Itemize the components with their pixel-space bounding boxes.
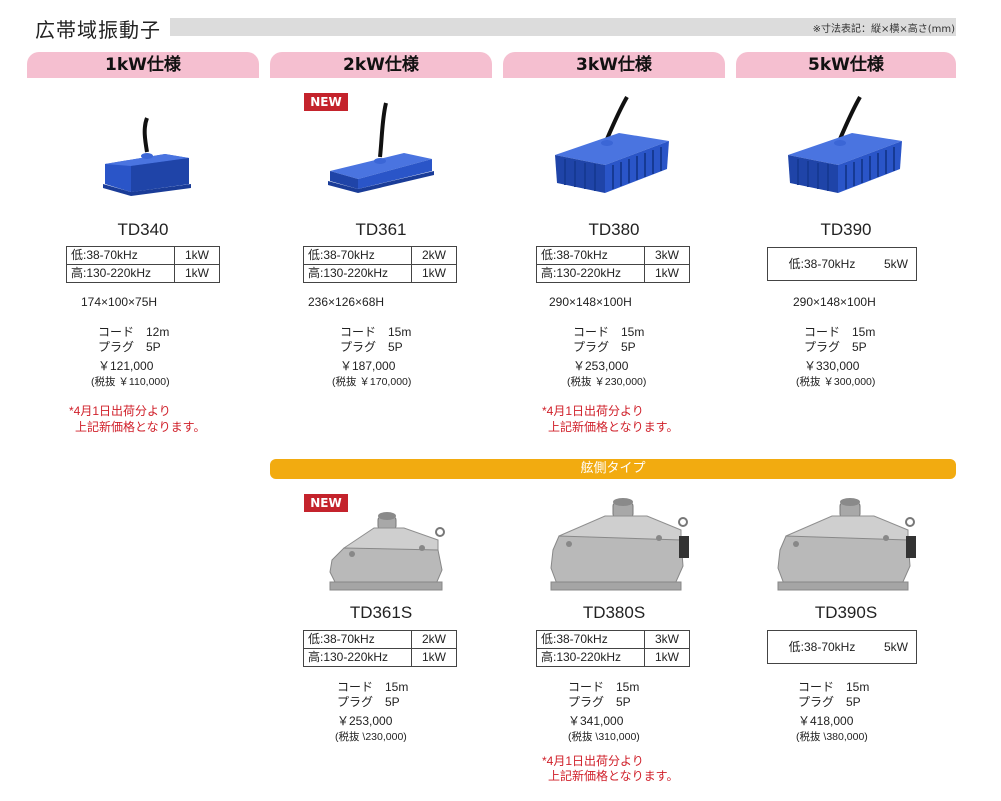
td380s-spec-high-power: 1kW: [644, 648, 690, 667]
td380-note-1: *4月1日出荷分より: [542, 404, 644, 418]
td390-spec-box: 低:38-70kHz 5kW: [767, 247, 917, 281]
td361-cord: コード 15m: [340, 325, 412, 339]
td340-image: [103, 117, 191, 196]
td380-tax: (税抜 ￥230,000): [567, 376, 647, 388]
td380s-spec-high: 高:130-220kHz: [536, 648, 645, 667]
td361-new-badge: NEW: [304, 93, 348, 111]
td361s-image: [329, 512, 445, 591]
td390-tax: (税抜 ￥300,000): [796, 376, 876, 388]
td340-spec-high: 高:130-220kHz: [66, 264, 175, 283]
page-title: 広帯域振動子: [35, 18, 161, 42]
product-td390: TD390 低:38-70kHz 5kW 290×148×100H コード 15…: [736, 0, 956, 801]
td361-dimensions: 236×126×68H: [308, 295, 385, 309]
td361s-spec-high-power: 1kW: [411, 648, 457, 667]
td380s-image: [550, 498, 689, 591]
td380s-spec-low: 低:38-70kHz: [536, 630, 645, 649]
product-td380s: TD380S 低:38-70kHz 3kW 高:130-220kHz 1kW コ…: [503, 0, 725, 801]
product-td340: TD340 低:38-70kHz 1kW 高:130-220kHz 1kW 17…: [27, 0, 259, 801]
td390-cord: コード 15m: [804, 325, 876, 339]
td361-price: ￥187,000: [340, 359, 396, 373]
td380s-price: ￥341,000: [568, 714, 624, 728]
td390s-cord: コード 15m: [798, 680, 870, 694]
td380s-note-1: *4月1日出荷分より: [542, 754, 644, 768]
title-bar: [170, 18, 956, 36]
td361-plug: プラグ 5P: [340, 340, 403, 354]
td361s-price: ￥253,000: [337, 714, 393, 728]
td380-plug: プラグ 5P: [573, 340, 636, 354]
td361-tax: (税抜 ￥170,000): [332, 376, 412, 388]
product-td361: TD361 低:38-70kHz 2kW 高:130-220kHz 1kW 23…: [270, 0, 492, 801]
td361-spec-high: 高:130-220kHz: [303, 264, 412, 283]
td380-dimensions: 290×148×100H: [549, 295, 632, 309]
td361s-spec-high: 高:130-220kHz: [303, 648, 412, 667]
td340-note-2: 上記新価格となります。: [75, 420, 206, 434]
td361s-tax: (税抜 \230,000): [335, 731, 407, 743]
td390s-spec-power: 5kW: [884, 640, 908, 654]
td390s-price: ￥418,000: [798, 714, 854, 728]
product-td380: TD380 低:38-70kHz 3kW 高:130-220kHz 1kW 29…: [503, 0, 725, 801]
td340-spec-low-power: 1kW: [174, 246, 220, 265]
td340-spec-table: 低:38-70kHz 1kW 高:130-220kHz 1kW: [66, 246, 220, 283]
td390-price: ￥330,000: [804, 359, 860, 373]
td380-note-2: 上記新価格となります。: [548, 420, 679, 434]
td361-image: [328, 102, 434, 193]
td380-image: [555, 96, 669, 193]
td390s-image: [777, 498, 916, 591]
td340-model: TD340: [117, 220, 169, 239]
td380s-spec-low-power: 3kW: [644, 630, 690, 649]
product-td390s: TD390S 低:38-70kHz 5kW コード 15m プラグ 5P ￥41…: [736, 0, 956, 801]
td380s-tax: (税抜 \310,000): [568, 731, 640, 743]
td390-image: [788, 96, 902, 193]
td380-spec-high-power: 1kW: [644, 264, 690, 283]
td380-model: TD380: [588, 220, 640, 239]
td340-tax: (税抜 ￥110,000): [91, 376, 170, 388]
td380-price: ￥253,000: [573, 359, 629, 373]
td361s-spec-low-power: 2kW: [411, 630, 457, 649]
td390-spec-power: 5kW: [884, 257, 908, 271]
td340-spec-high-power: 1kW: [174, 264, 220, 283]
product-td361s: TD361S 低:38-70kHz 2kW 高:130-220kHz 1kW コ…: [270, 0, 492, 801]
td340-dimensions: 174×100×75H: [81, 295, 158, 309]
hull-side-section-label: 舷側タイプ: [270, 459, 956, 479]
td390s-tax: (税抜 \380,000): [796, 731, 868, 743]
td340-price: ￥121,000: [98, 359, 154, 373]
td390s-plug: プラグ 5P: [798, 695, 861, 709]
td390-plug: プラグ 5P: [804, 340, 867, 354]
td380s-spec-table: 低:38-70kHz 3kW 高:130-220kHz 1kW: [536, 630, 690, 667]
td361-spec-table: 低:38-70kHz 2kW 高:130-220kHz 1kW: [303, 246, 457, 283]
tab-2kw: 2kW仕様: [270, 52, 492, 78]
td361s-cord: コード 15m: [337, 680, 409, 694]
td380-spec-high: 高:130-220kHz: [536, 264, 645, 283]
tab-3kw: 3kW仕様: [503, 52, 725, 78]
td361s-model: TD361S: [349, 603, 413, 622]
td380-spec-table: 低:38-70kHz 3kW 高:130-220kHz 1kW: [536, 246, 690, 283]
td380s-plug: プラグ 5P: [568, 695, 631, 709]
td361s-spec-low: 低:38-70kHz: [303, 630, 412, 649]
td390-spec-low: 低:38-70kHz: [788, 257, 856, 271]
dimension-note: ※寸法表記：縦×横×高さ(mm): [812, 24, 955, 35]
td361s-plug: プラグ 5P: [337, 695, 400, 709]
td390s-spec-box: 低:38-70kHz 5kW: [767, 630, 917, 664]
td340-plug: プラグ 5P: [98, 340, 161, 354]
td380s-model: TD380S: [582, 603, 646, 622]
td340-cord: コード 12m: [98, 325, 170, 339]
td390s-model: TD390S: [814, 603, 878, 622]
td361-spec-low: 低:38-70kHz: [303, 246, 412, 265]
tab-1kw: 1kW仕様: [27, 52, 259, 78]
td340-note-1: *4月1日出荷分より: [69, 404, 171, 418]
tab-5kw: 5kW仕様: [736, 52, 956, 78]
td390-dimensions: 290×148×100H: [793, 295, 876, 309]
td380-cord: コード 15m: [573, 325, 645, 339]
td361-model: TD361: [355, 220, 407, 239]
td380s-cord: コード 15m: [568, 680, 640, 694]
td390s-spec-low: 低:38-70kHz: [788, 640, 856, 654]
td380s-note-2: 上記新価格となります。: [548, 769, 679, 783]
td361-spec-high-power: 1kW: [411, 264, 457, 283]
td361s-new-badge: NEW: [304, 494, 348, 512]
td390-model: TD390: [820, 220, 872, 239]
td340-spec-low: 低:38-70kHz: [66, 246, 175, 265]
td361s-spec-table: 低:38-70kHz 2kW 高:130-220kHz 1kW: [303, 630, 457, 667]
